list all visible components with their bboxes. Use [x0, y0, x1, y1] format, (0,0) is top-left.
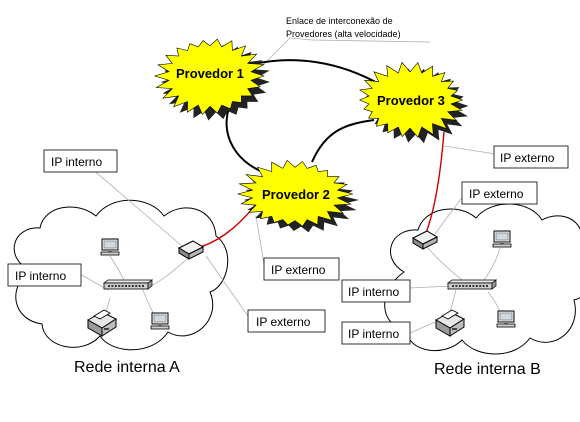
callout-lines [79, 37, 497, 335]
label-ip-interno-b1: IP interno [341, 279, 411, 303]
computer-icon-a1[interactable] [100, 238, 120, 256]
svg-text:IP externo: IP externo [271, 263, 326, 277]
provider-2-starburst[interactable] [237, 159, 353, 227]
svg-text:IP externo: IP externo [256, 315, 311, 329]
switch-icon-b[interactable] [447, 279, 497, 290]
link-routerB-p3 [423, 131, 445, 239]
svg-text:IP externo: IP externo [469, 187, 524, 201]
label-ip-interno-left-a: IP interno [7, 263, 82, 287]
label-ip-externo-p2: IP externo [263, 257, 340, 281]
label-ip-interno-b2: IP interno [341, 321, 411, 345]
computer-icon-b1[interactable] [492, 230, 512, 248]
network-b-title: Rede interna B [434, 361, 541, 378]
switch-icon-a[interactable] [103, 279, 153, 290]
network-a-title: Rede interna A [74, 359, 180, 376]
provider-3-starburst[interactable] [359, 61, 464, 138]
label-ip-externo-p3: IP externo [493, 145, 569, 169]
provider-2-label: Provedor 2 [262, 187, 330, 202]
link-p2-p3 [311, 119, 375, 163]
computer-icon-a2[interactable] [150, 312, 170, 330]
label-ip-externo-b: IP externo [461, 181, 538, 205]
link-p1-p3 [245, 59, 387, 89]
link-caption-line1: Enlace de interconexão de [286, 16, 393, 26]
svg-text:IP externo: IP externo [500, 151, 555, 165]
label-ip-externo-a: IP externo [247, 309, 326, 333]
providers-layer [153, 38, 469, 233]
provider-1-starburst[interactable] [153, 38, 265, 116]
svg-text:IP interno: IP interno [15, 269, 66, 283]
label-ip-interno-top-a: IP interno [43, 149, 118, 173]
svg-text:IP interno: IP interno [51, 155, 102, 169]
svg-text:IP interno: IP interno [348, 327, 399, 341]
provider-1-label: Provedor 1 [176, 66, 244, 81]
svg-text:IP interno: IP interno [348, 285, 399, 299]
provider-3-label: Provedor 3 [377, 93, 445, 108]
computer-icon-b2[interactable] [496, 310, 516, 328]
link-caption-line2: Provedores (alta velocidade) [286, 29, 401, 39]
